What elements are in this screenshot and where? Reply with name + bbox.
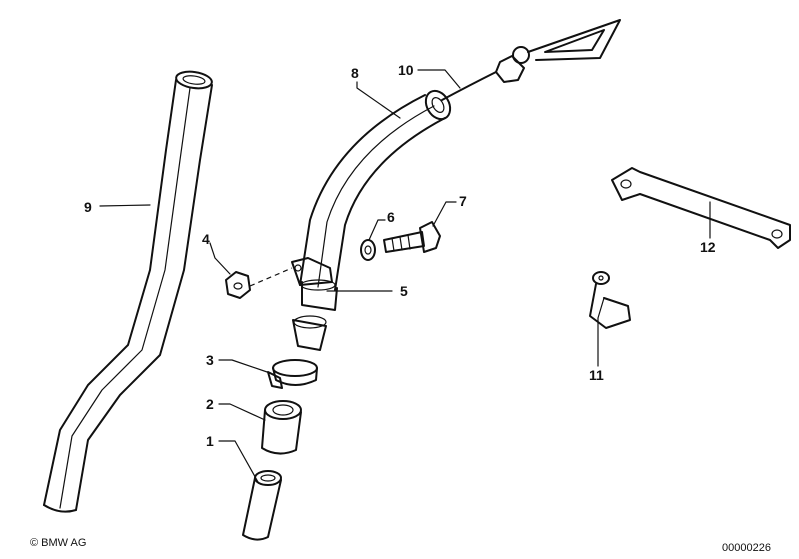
callout-10: 10 (398, 62, 414, 78)
part-9-tube (43, 70, 213, 513)
part-11-clip (589, 271, 631, 329)
callout-8: 8 (351, 65, 359, 81)
callout-1: 1 (206, 433, 214, 449)
callout-3: 3 (206, 352, 214, 368)
callout-11: 11 (589, 367, 604, 383)
callout-12: 12 (700, 239, 716, 255)
drawing-number: 00000226 (722, 542, 771, 554)
callout-2: 2 (206, 396, 214, 412)
callout-5: 5 (400, 283, 408, 299)
callout-7: 7 (459, 193, 467, 209)
part-6-washer (360, 239, 376, 261)
part-8-guide-tube (291, 89, 452, 311)
part-7-bolt (383, 221, 441, 253)
callout-4: 4 (202, 231, 210, 247)
callout-6: 6 (387, 209, 395, 225)
part-3-hose-clamp (267, 359, 318, 389)
part-1-lower-tube (242, 470, 282, 541)
part-4-nut (225, 267, 293, 299)
small-sleeve (292, 315, 327, 351)
copyright-text: © BMW AG (30, 537, 86, 549)
callout-9: 9 (84, 199, 92, 215)
part-2-rubber-sleeve (261, 400, 302, 455)
part-10-dipstick (441, 19, 621, 101)
part-12-bracket (611, 167, 791, 249)
leader-lines (99, 69, 711, 483)
